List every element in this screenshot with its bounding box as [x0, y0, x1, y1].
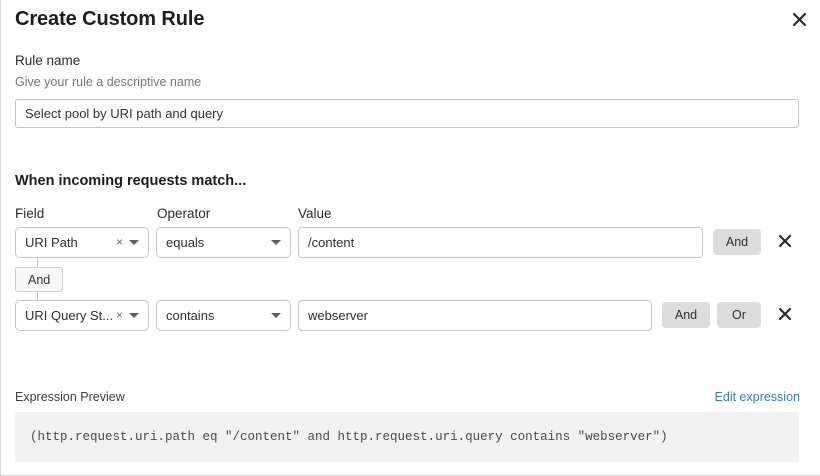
clear-icon[interactable]: × — [115, 235, 123, 249]
conditions-heading: When incoming requests match... — [15, 173, 247, 189]
column-header-operator: Operator — [157, 206, 211, 221]
remove-condition-button-1[interactable] — [773, 303, 797, 327]
chevron-down-icon[interactable] — [129, 313, 148, 318]
operator-select-value-0: equals — [166, 235, 205, 250]
field-select-value-0: URI Path — [25, 235, 78, 250]
operator-select-value-1: contains — [166, 308, 215, 323]
column-header-field: Field — [15, 206, 45, 221]
page-title: Create Custom Rule — [15, 8, 205, 30]
remove-icon — [778, 307, 792, 324]
chevron-down-icon[interactable] — [271, 240, 290, 245]
column-header-value: Value — [298, 206, 332, 221]
expression-preview-box: (http.request.uri.path eq "/content" and… — [15, 412, 799, 462]
field-select-value-1: URI Query St... — [25, 308, 114, 323]
operator-select-1[interactable]: contains — [156, 300, 291, 331]
rule-name-input[interactable] — [15, 99, 799, 128]
remove-condition-button-0[interactable] — [773, 230, 797, 254]
group-connector-and[interactable]: And — [15, 267, 64, 292]
expression-preview-text: (http.request.uri.path eq "/content" and… — [30, 430, 668, 444]
remove-icon — [778, 234, 792, 251]
connector-line-bottom — [37, 291, 38, 300]
chevron-down-icon[interactable] — [129, 240, 148, 245]
edit-expression-link[interactable]: Edit expression — [714, 390, 800, 404]
operator-select-0[interactable]: equals — [156, 227, 291, 258]
rule-name-label: Rule name — [15, 53, 81, 68]
value-input-0[interactable] — [298, 227, 703, 258]
field-select-1[interactable]: URI Query St... × — [15, 300, 149, 331]
close-icon — [792, 12, 807, 27]
value-input-1[interactable] — [298, 300, 652, 331]
or-button-1[interactable]: Or — [717, 302, 761, 328]
field-select-0[interactable]: URI Path × — [15, 227, 149, 258]
clear-icon[interactable]: × — [115, 308, 123, 322]
connector-line-top — [37, 258, 38, 268]
expression-preview-label: Expression Preview — [15, 390, 125, 404]
condition-row: URI Path × equals And — [1, 227, 820, 259]
and-button-1[interactable]: And — [662, 302, 710, 328]
rule-name-help-text: Give your rule a descriptive name — [15, 75, 202, 89]
condition-row: URI Query St... × contains And Or — [1, 300, 820, 332]
close-button[interactable] — [786, 6, 812, 32]
chevron-down-icon[interactable] — [271, 313, 290, 318]
and-button-0[interactable]: And — [713, 229, 761, 255]
